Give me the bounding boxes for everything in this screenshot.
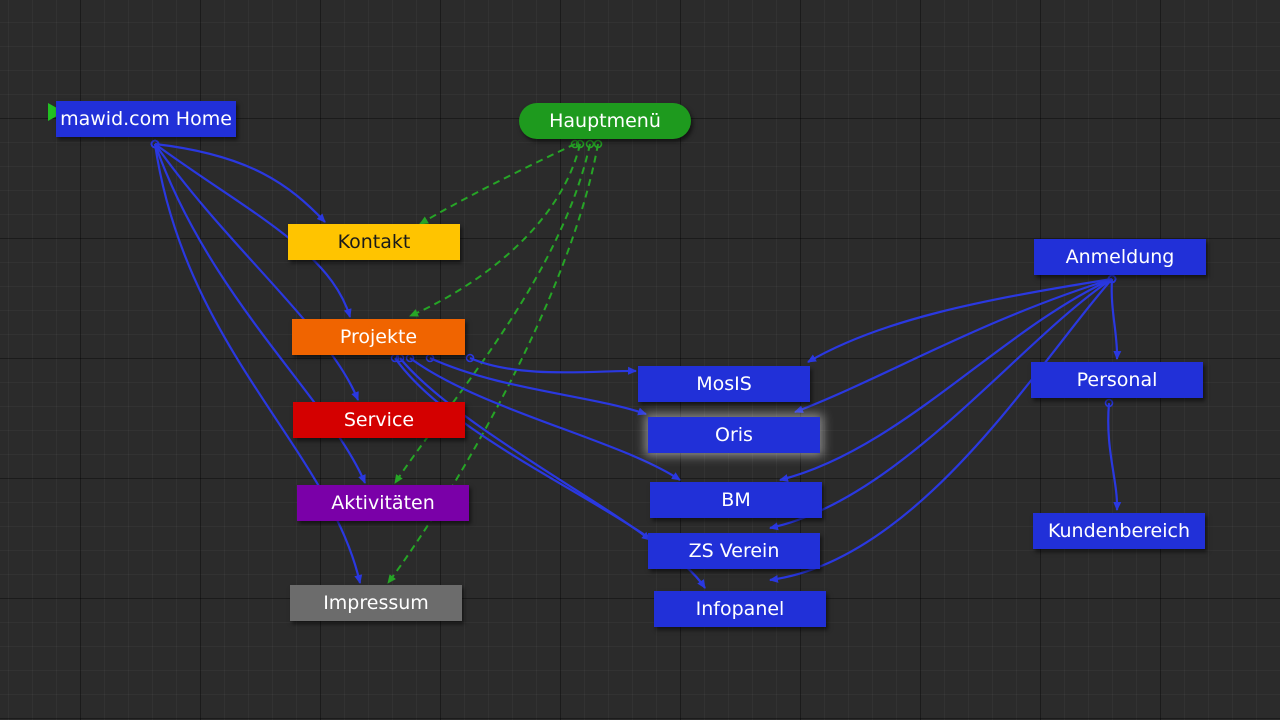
edge-anmeldung-to-oris xyxy=(794,277,1113,414)
node-mawid-home[interactable]: mawid.com Home xyxy=(56,101,236,137)
node-infopanel[interactable]: Infopanel xyxy=(654,591,826,627)
edge-port-home-to-impressum xyxy=(150,139,160,149)
node-hauptmenu[interactable]: Hauptmenü xyxy=(519,103,691,139)
edge-port-anmeldung-to-personal xyxy=(1107,274,1117,284)
edge-anmeldung-to-mosis xyxy=(807,277,1113,363)
edge-anmeldung-to-personal xyxy=(1110,278,1122,360)
node-impressum[interactable]: Impressum xyxy=(290,585,462,621)
edge-home-to-service xyxy=(154,143,360,401)
node-aktivitaeten[interactable]: Aktivitäten xyxy=(297,485,469,521)
edge-personal-to-kundenbereich xyxy=(1107,402,1122,511)
edge-hauptmenu-to-kontakt xyxy=(419,143,576,225)
node-service[interactable]: Service xyxy=(293,402,465,438)
edge-hauptmenu-to-aktivitaeten xyxy=(394,143,591,484)
edge-anmeldung-to-bm xyxy=(779,277,1113,482)
node-bm[interactable]: BM xyxy=(650,482,822,518)
node-projekte[interactable]: Projekte xyxy=(292,319,465,355)
edge-home-to-kontakt xyxy=(154,142,326,223)
edge-home-to-projekte xyxy=(154,143,352,318)
node-zs-verein[interactable]: ZS Verein xyxy=(648,533,820,569)
node-mosis[interactable]: MosIS xyxy=(638,366,810,402)
edge-hauptmenu-to-impressum xyxy=(387,143,599,584)
edge-home-to-aktivitaeten xyxy=(153,143,367,484)
edge-projekte-to-bm xyxy=(409,357,681,481)
edge-projekte-to-oris xyxy=(429,356,647,416)
node-kontakt[interactable]: Kontakt xyxy=(288,224,460,260)
edge-home-to-impressum xyxy=(153,143,363,584)
edge-anmeldung-to-zsverein xyxy=(769,278,1113,531)
node-personal[interactable]: Personal xyxy=(1031,362,1203,398)
edge-port-personal-to-kundenbereich xyxy=(1104,398,1114,408)
edge-projekte-to-mosis xyxy=(469,356,637,375)
node-oris[interactable]: Oris xyxy=(648,417,820,453)
node-anmeldung[interactable]: Anmeldung xyxy=(1034,239,1206,275)
edge-port-hauptmenu-to-projekte xyxy=(575,139,585,149)
node-kundenbereich[interactable]: Kundenbereich xyxy=(1033,513,1205,549)
edge-port-hauptmenu-to-impressum xyxy=(593,139,603,149)
edge-port-hauptmenu-to-aktivitaeten xyxy=(585,139,595,149)
edge-anmeldung-to-infopanel xyxy=(769,278,1113,583)
edge-port-hauptmenu-to-kontakt xyxy=(570,139,580,149)
edge-port-projekte-to-mosis xyxy=(465,353,475,363)
